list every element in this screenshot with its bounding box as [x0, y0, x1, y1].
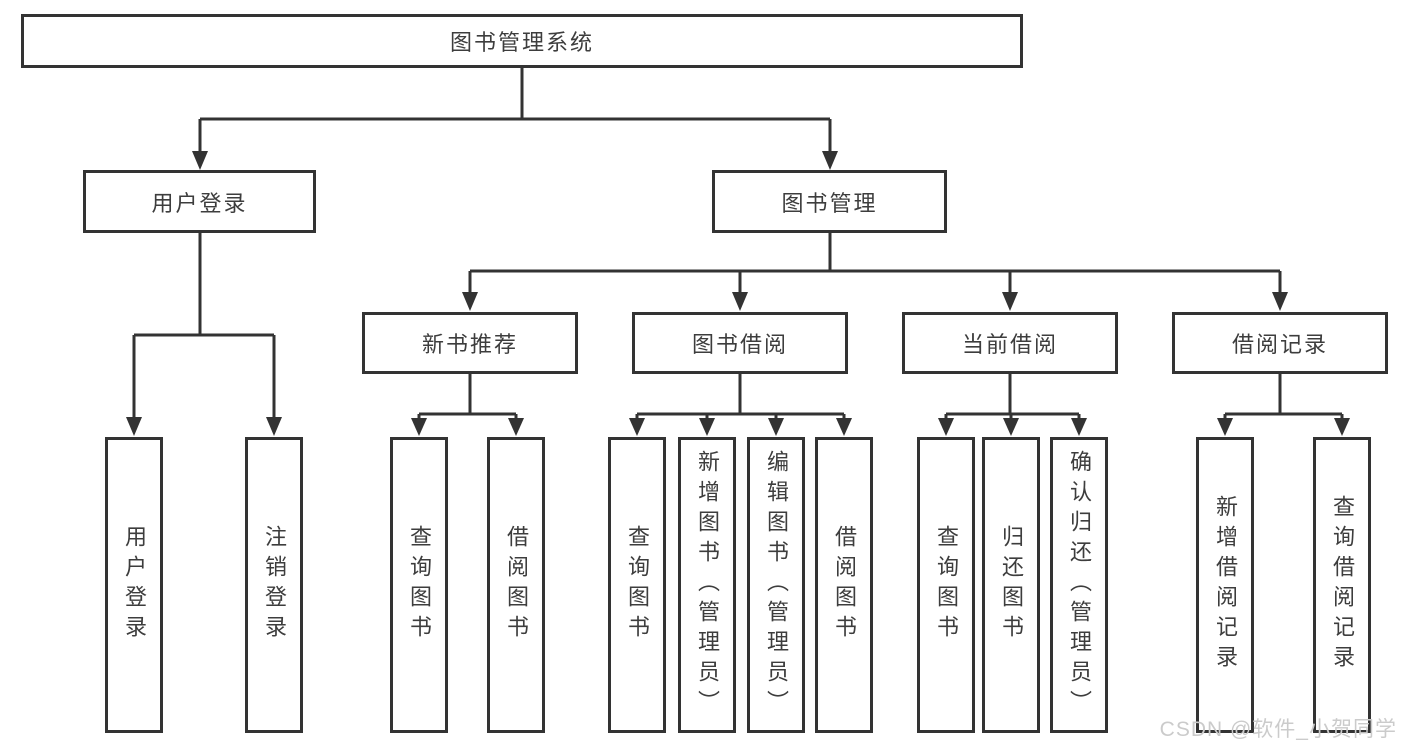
- leaf-add-borrow-record: 新增借阅记录: [1196, 437, 1254, 733]
- node-library-management-system: 图书管理系统: [21, 14, 1023, 68]
- node-label: 图书管理: [781, 190, 878, 216]
- leaf-query-borrow-record: 查询借阅记录: [1313, 437, 1371, 733]
- leaf-borrow-books-recommend: 借阅图书: [487, 437, 545, 733]
- node-label: 注销登录: [262, 525, 287, 645]
- csdn-watermark: CSDN @软件_小贺同学: [1159, 718, 1397, 741]
- node-label: 新书推荐: [421, 332, 518, 357]
- node-book-management: 图书管理: [712, 170, 947, 233]
- leaf-logout: 注销登录: [245, 437, 303, 733]
- node-user-login: 用户登录: [83, 170, 316, 233]
- leaf-user-login: 用户登录: [105, 437, 163, 733]
- node-label: 用户登录: [122, 525, 147, 645]
- leaf-add-books-admin: 新增图书（管理员）: [678, 437, 736, 733]
- leaf-confirm-return-admin: 确认归还（管理员）: [1050, 437, 1108, 733]
- node-current-borrowing: 当前借阅: [902, 312, 1118, 374]
- node-new-book-recommendation: 新书推荐: [362, 312, 578, 374]
- node-borrowing-records: 借阅记录: [1172, 312, 1388, 374]
- leaf-query-books-borrow: 查询图书: [608, 437, 666, 733]
- node-label: 图书借阅: [691, 332, 788, 357]
- node-label: 查询借阅记录: [1330, 495, 1355, 675]
- leaf-query-books-current: 查询图书: [917, 437, 975, 733]
- node-label: 借阅记录: [1231, 332, 1328, 357]
- node-book-borrowing: 图书借阅: [632, 312, 848, 374]
- node-label: 归还图书: [999, 525, 1024, 645]
- leaf-edit-books-admin: 编辑图书（管理员）: [747, 437, 805, 733]
- leaf-query-books-recommend: 查询图书: [390, 437, 448, 733]
- node-label: 确认归还（管理员）: [1067, 450, 1092, 720]
- node-label: 新增图书（管理员）: [695, 450, 720, 720]
- node-label: 当前借阅: [961, 332, 1058, 357]
- node-label: 查询图书: [407, 525, 432, 645]
- node-label: 借阅图书: [832, 525, 857, 645]
- leaf-return-books: 归还图书: [982, 437, 1040, 733]
- node-label: 查询图书: [934, 525, 959, 645]
- node-label: 用户登录: [151, 190, 248, 216]
- leaf-borrow-books: 借阅图书: [815, 437, 873, 733]
- node-label: 查询图书: [625, 525, 650, 645]
- node-label: 新增借阅记录: [1213, 495, 1238, 675]
- node-label: 借阅图书: [504, 525, 529, 645]
- node-label: 编辑图书（管理员）: [764, 450, 789, 720]
- node-label: 图书管理系统: [449, 30, 594, 55]
